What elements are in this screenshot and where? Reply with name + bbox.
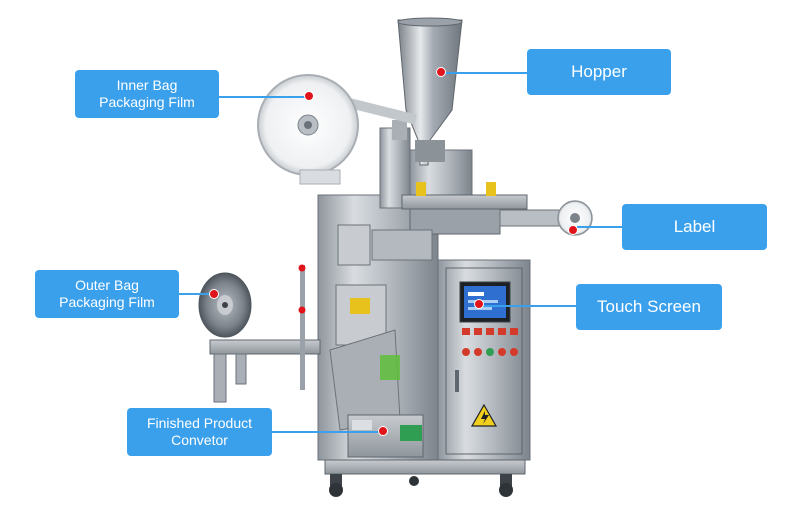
label-callout: Label bbox=[622, 204, 767, 250]
outer-film-callout: Outer Bag Packaging Film bbox=[35, 270, 179, 318]
label-connector bbox=[577, 226, 623, 228]
bag-forming-platform bbox=[337, 182, 528, 266]
electrical-hazard-icon bbox=[470, 403, 498, 427]
label-marker bbox=[568, 225, 578, 235]
hopper-label: Hopper bbox=[571, 62, 627, 82]
machine-side-parts bbox=[298, 264, 401, 431]
hopper-marker bbox=[436, 67, 446, 77]
outer-film-connector bbox=[178, 293, 214, 295]
inner-film-label-line2: Packaging Film bbox=[99, 94, 195, 110]
hopper-callout: Hopper bbox=[527, 49, 671, 95]
conveyor-connector bbox=[272, 431, 382, 433]
conveyor-marker bbox=[378, 426, 388, 436]
touch-screen-connector bbox=[481, 305, 577, 307]
conveyor-callout: Finished Product Convetor bbox=[127, 408, 272, 456]
inner-film-marker bbox=[304, 91, 314, 101]
inner-film-callout: Inner Bag Packaging Film bbox=[75, 70, 219, 118]
touch-screen-marker bbox=[474, 299, 484, 309]
label-label: Label bbox=[673, 217, 716, 237]
inner-film-roll bbox=[257, 74, 417, 185]
control-panel bbox=[459, 281, 518, 356]
conveyor-label-line1: Finished Product bbox=[146, 414, 253, 431]
hopper-connector bbox=[445, 72, 528, 74]
conveyor-illustration bbox=[347, 414, 424, 458]
inner-film-label-line1: Inner Bag bbox=[116, 76, 178, 93]
hopper-illustration bbox=[397, 17, 463, 166]
outer-film-label-line1: Outer Bag bbox=[75, 276, 139, 293]
outer-film-label-line2: Packaging Film bbox=[59, 294, 155, 310]
conveyor-label-line2: Convetor bbox=[171, 432, 228, 448]
outer-film-marker bbox=[209, 289, 219, 299]
touch-screen-callout: Touch Screen bbox=[576, 284, 722, 330]
touch-screen-label: Touch Screen bbox=[597, 297, 701, 317]
inner-film-connector bbox=[219, 96, 309, 98]
